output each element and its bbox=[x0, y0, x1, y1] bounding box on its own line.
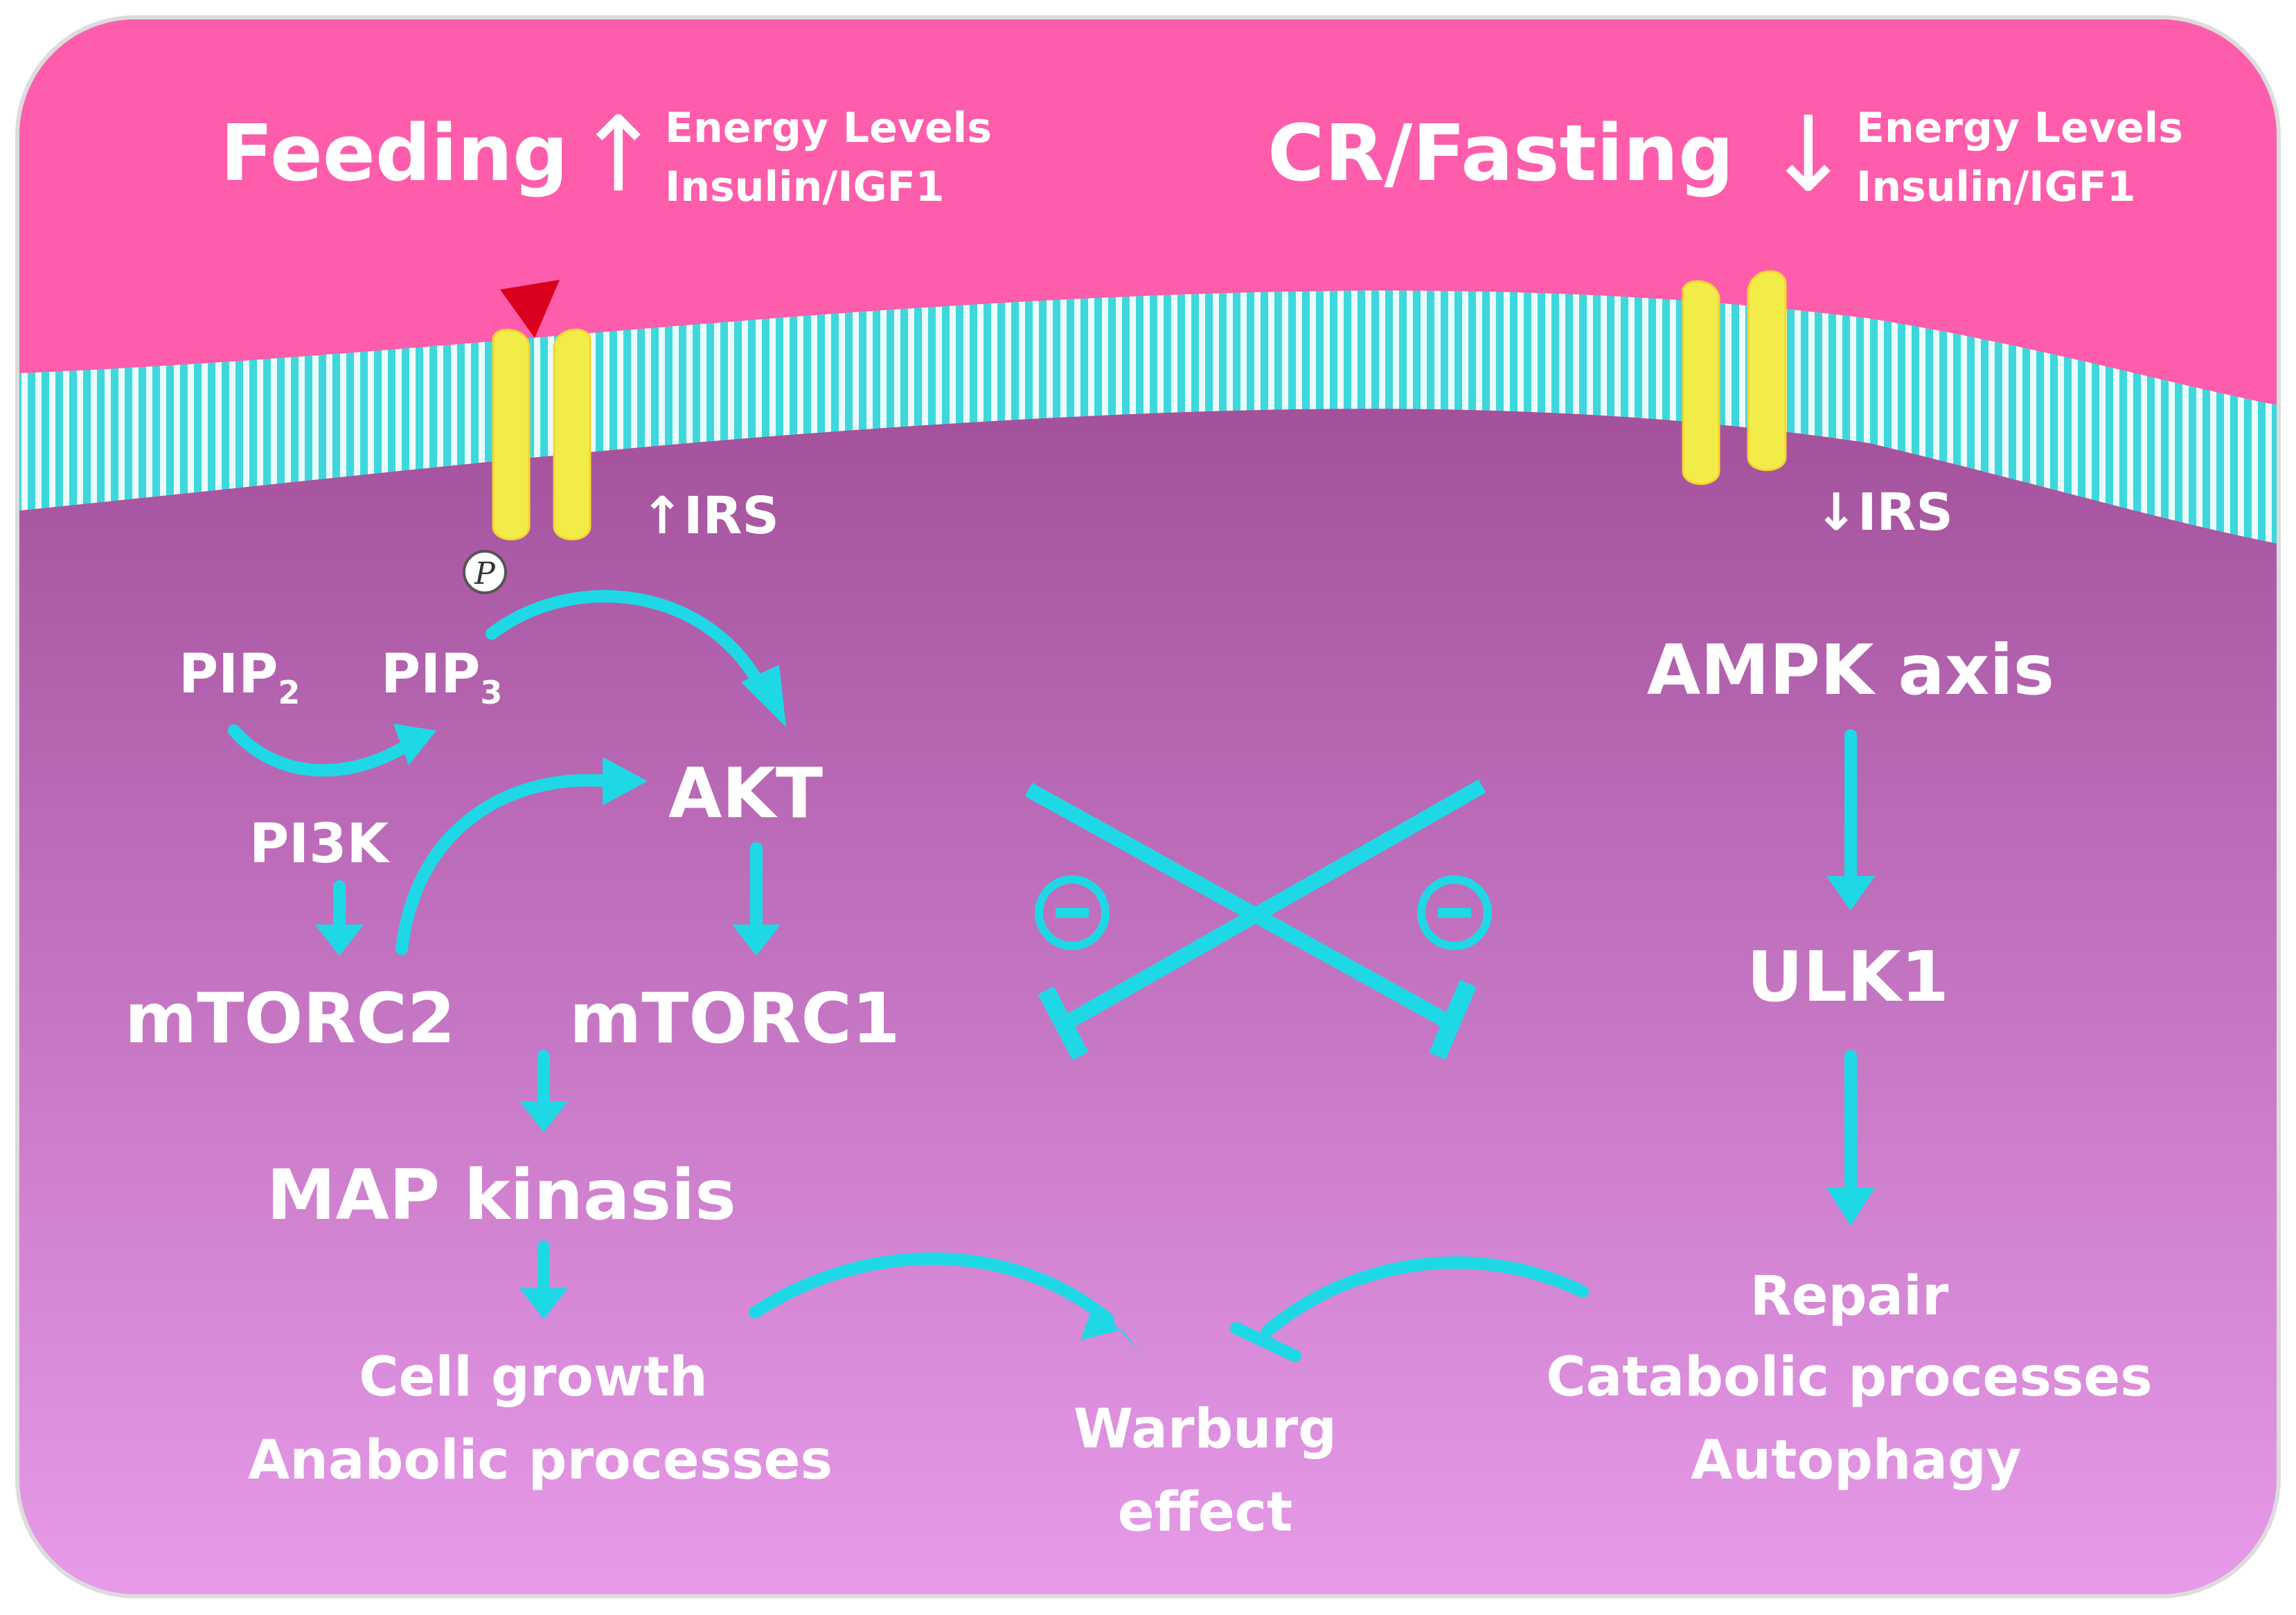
insulin-receptor-right bbox=[1682, 270, 1787, 485]
cytoplasm-background bbox=[17, 409, 2279, 1596]
pip2-label: PIP2 bbox=[179, 643, 300, 711]
card-border bbox=[15, 15, 2281, 1598]
warburg-label: Warburg bbox=[1074, 1398, 1337, 1461]
arrow-pip2-to-pip3 bbox=[228, 724, 436, 777]
ligand-triangle-icon bbox=[500, 280, 560, 338]
phospho-icon: P bbox=[463, 550, 507, 594]
minus-right-icon bbox=[1417, 875, 1492, 950]
mutual-inhibition-cross bbox=[1024, 779, 1486, 1061]
cell-growth-label: Cell growth bbox=[359, 1346, 708, 1409]
feeding-title: Feeding bbox=[220, 109, 568, 199]
fasting-down-arrow-icon: ↓ bbox=[1765, 95, 1852, 215]
irs-down-label: ↓IRS bbox=[1815, 483, 1953, 542]
feeding-up-arrow-icon: ↑ bbox=[575, 95, 662, 215]
arrow-pi3k-to-mtorc2 bbox=[315, 880, 364, 956]
inhibit-mtorc-to-ampk bbox=[1024, 783, 1452, 1028]
arrow-ampk-to-ulk1 bbox=[1826, 729, 1875, 911]
effect-label: effect bbox=[1118, 1481, 1293, 1544]
pip3-label: PIP3 bbox=[381, 643, 502, 711]
insulin-receptor-left bbox=[492, 280, 591, 541]
repair-label: Repair bbox=[1750, 1265, 1949, 1328]
minus-left-icon bbox=[1035, 875, 1110, 950]
arrow-pip3-to-akt bbox=[486, 590, 786, 727]
arrow-mtorc-to-map bbox=[519, 1050, 568, 1132]
inhibit-ampk-to-mtorc bbox=[1061, 779, 1486, 1030]
mtorc2-label: mTORC2 bbox=[125, 978, 455, 1059]
autophagy-label: Autophagy bbox=[1691, 1429, 2021, 1492]
mtorc1-label: mTORC1 bbox=[569, 978, 900, 1059]
pi3k-label: PI3K bbox=[249, 813, 390, 875]
map-kinasis-label: MAP kinasis bbox=[267, 1154, 736, 1235]
irs-up-label: ↑IRS bbox=[641, 486, 779, 546]
feeding-energy-levels: Energy Levels bbox=[665, 104, 992, 152]
fasting-title: CR/Fasting bbox=[1267, 109, 1734, 199]
catabolic-processes-label: Catabolic processes bbox=[1546, 1346, 2152, 1409]
arrow-akt-to-mtorc1 bbox=[732, 842, 781, 956]
anabolic-processes-label: Anabolic processes bbox=[248, 1429, 833, 1492]
svg-text:P: P bbox=[474, 556, 496, 591]
arrow-ulk1-to-repair bbox=[1826, 1050, 1875, 1226]
feeding-insulin-igf1: Insulin/IGF1 bbox=[665, 163, 945, 211]
ampk-axis-label: AMPK axis bbox=[1647, 630, 2054, 711]
fasting-insulin-igf1: Insulin/IGF1 bbox=[1856, 163, 2136, 211]
arrow-mtorc2-to-akt bbox=[395, 757, 648, 955]
arrow-map-to-cell-growth bbox=[519, 1240, 568, 1319]
fasting-energy-levels: Energy Levels bbox=[1856, 104, 2183, 152]
inhibit-catabolic-to-warburg bbox=[1230, 1256, 1589, 1362]
arrow-anabolic-to-warburg bbox=[749, 1252, 1141, 1354]
ulk1-label: ULK1 bbox=[1747, 936, 1949, 1017]
akt-label: AKT bbox=[668, 753, 823, 834]
